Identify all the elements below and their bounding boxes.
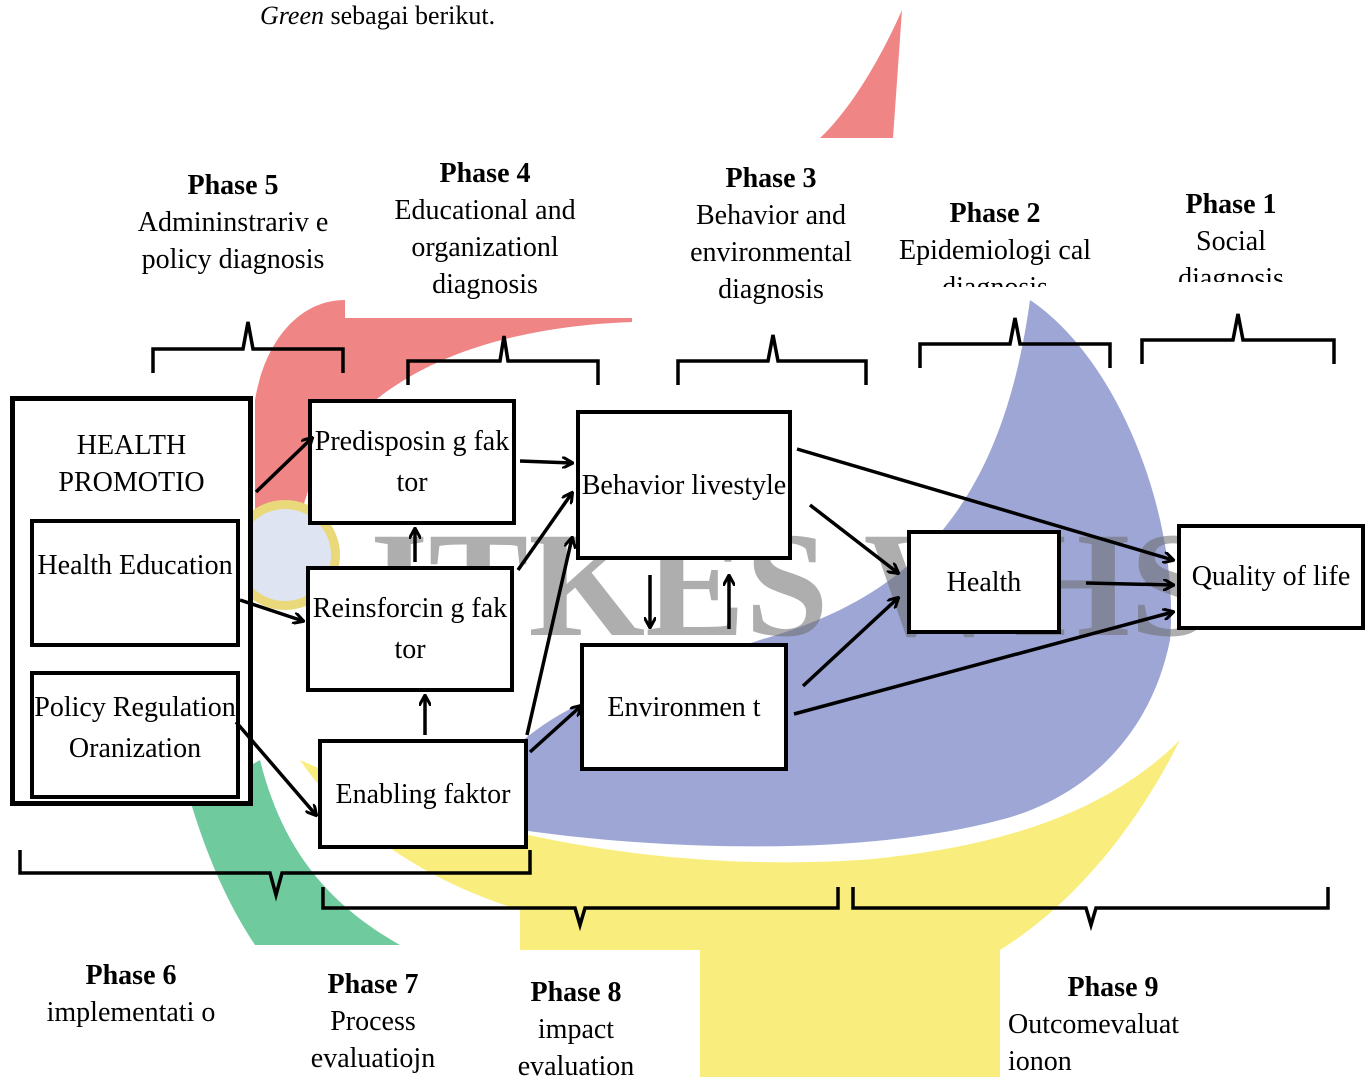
phase-9-title: Phase 9 bbox=[1067, 972, 1159, 1003]
phase-6-label: Phase 6 implementati o bbox=[38, 957, 224, 1075]
phase-1-desc: Social diagnosis bbox=[1178, 226, 1284, 282]
health-box: Health bbox=[907, 530, 1061, 634]
behavior-lifestyle-box: Behavior livestyle bbox=[576, 410, 792, 560]
health-label: Health bbox=[946, 566, 1022, 598]
phase-1-label: Phase 1 Social diagnosis bbox=[1150, 186, 1312, 282]
policy-box: Policy Regulation Oranization bbox=[30, 671, 240, 799]
watermark-green-shape bbox=[190, 760, 400, 945]
arrow-policy-enabling bbox=[234, 720, 316, 815]
health-education-box: Health Education bbox=[30, 519, 240, 647]
phase-3-desc: Behavior and environmental diagnosis bbox=[690, 200, 852, 305]
reinforcing-factor-box: Reinsforcin g faktor bbox=[306, 566, 514, 692]
health-promotion-box: HEALTH PROMOTIO Health Education Policy … bbox=[10, 396, 253, 806]
environment-box: Environmen t bbox=[580, 643, 788, 771]
reinforcing-factor-label: Reinsforcin g faktor bbox=[312, 593, 508, 665]
arrow-enabling-environment bbox=[528, 706, 581, 754]
intro-emphasis: Green bbox=[260, 1, 325, 30]
phase-5-title: Phase 5 bbox=[187, 170, 279, 201]
arrow-hp-predisposing bbox=[254, 438, 312, 494]
phase-6-desc: implementati o bbox=[46, 997, 216, 1028]
arrow-education-reinforcing bbox=[239, 598, 303, 621]
arrow-predisposing-behavior bbox=[519, 461, 572, 463]
phase-5-label: Phase 5 Admininstrariv e policy diagnosi… bbox=[128, 167, 338, 285]
phase-7-title: Phase 7 bbox=[327, 969, 419, 1000]
brace-phase-6 bbox=[18, 850, 532, 902]
phase-4-title: Phase 4 bbox=[439, 158, 531, 189]
phase-7-desc: Process evaluatiojn bbox=[310, 1006, 436, 1074]
arrow-behavior-health bbox=[808, 503, 898, 573]
watermark-red-shape bbox=[820, 10, 902, 138]
brace-phase-1 bbox=[1140, 313, 1336, 364]
phase-8-desc: impact evaluation bbox=[517, 1014, 635, 1077]
health-education-label: Health Education bbox=[37, 550, 233, 581]
phase-2-desc: Epidemiologi cal diagnosis bbox=[898, 235, 1092, 287]
predisposing-factor-label: Predisposin g faktor bbox=[314, 426, 510, 498]
brace-phase-4 bbox=[406, 335, 600, 385]
arrow-environment-health bbox=[801, 598, 898, 688]
arrow-health-quality bbox=[1085, 583, 1173, 585]
enabling-factor-box: Enabling faktor bbox=[318, 739, 528, 849]
phase-8-label: Phase 8 impact evaluation bbox=[496, 974, 656, 1077]
phase-4-desc: Educational and organizationl diagnosis bbox=[394, 195, 576, 300]
phase-4-label: Phase 4 Educational and organizationl di… bbox=[370, 155, 600, 305]
environment-label: Environmen t bbox=[607, 691, 761, 723]
health-promotion-title: HEALTH PROMOTIO bbox=[58, 430, 205, 498]
phase-7-label: Phase 7 Process evaluatiojn bbox=[290, 966, 456, 1076]
behavior-lifestyle-label: Behavior livestyle bbox=[581, 469, 787, 501]
arrow-enabling-behavior-1 bbox=[525, 538, 572, 736]
phase-5-desc: Admininstrariv e policy diagnosis bbox=[137, 207, 329, 275]
brace-phase-2 bbox=[918, 317, 1112, 368]
quality-of-life-box: Quality of life bbox=[1177, 524, 1365, 630]
intro-rest: sebagai berikut. bbox=[324, 1, 496, 30]
arrow-environment-quality bbox=[793, 612, 1173, 716]
arrow-behavior-quality bbox=[796, 447, 1173, 560]
phase-2-title: Phase 2 bbox=[949, 198, 1041, 229]
intro-text: Green sebagai berikut. bbox=[260, 0, 495, 32]
phase-1-title: Phase 1 bbox=[1185, 189, 1277, 220]
phase-9-label: Phase 9 Outcomevaluat ionon bbox=[1008, 969, 1218, 1077]
phase-8-title: Phase 8 bbox=[530, 977, 622, 1008]
arrow-reinforcing-behavior bbox=[516, 493, 572, 572]
quality-of-life-label: Quality of life bbox=[1191, 561, 1351, 592]
phase-3-title: Phase 3 bbox=[725, 163, 817, 194]
phase-2-label: Phase 2 Epidemiologi cal diagnosis bbox=[898, 195, 1092, 287]
predisposing-factor-box: Predisposin g faktor bbox=[308, 399, 516, 525]
phase-3-label: Phase 3 Behavior and environmental diagn… bbox=[668, 160, 874, 310]
enabling-factor-label: Enabling faktor bbox=[335, 778, 511, 810]
brace-phase-9 bbox=[851, 887, 1330, 932]
brace-phase-3 bbox=[676, 334, 868, 385]
policy-label: Policy Regulation Oranization bbox=[34, 692, 236, 764]
phase-9-desc: Outcomevaluat ionon bbox=[1008, 1009, 1180, 1077]
brace-phase-5 bbox=[151, 321, 345, 373]
phase-6-title: Phase 6 bbox=[85, 960, 177, 991]
brace-phase-7-8 bbox=[321, 887, 840, 932]
